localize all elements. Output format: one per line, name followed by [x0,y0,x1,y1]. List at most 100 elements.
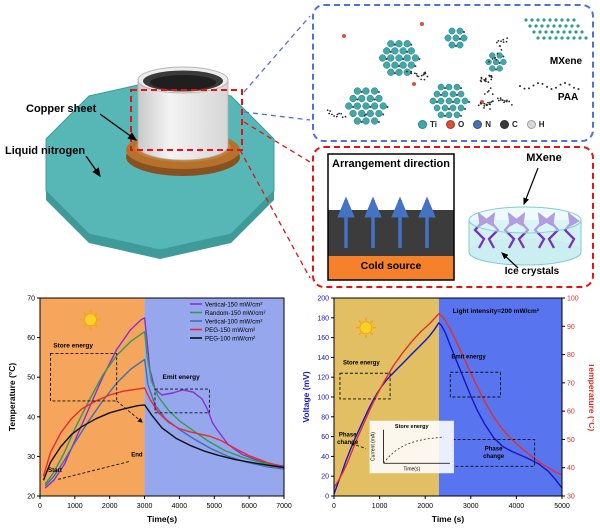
chart-text: 3000 [463,503,479,510]
sun-icon [355,317,376,338]
copper-sheet-arrow [99,113,138,141]
mxene-cylinder-label: MXene [526,152,562,164]
legend-label: Random-150 mW/cm² [205,310,266,317]
annotation-text: Store energy [53,343,93,350]
atom-legend-item: O [445,120,464,129]
chart-text: 30 [27,454,35,461]
connector-red-bottom [239,149,311,279]
x-axis-label: Time (s) [432,514,465,524]
mxene-label: MXene [549,56,583,67]
inset-y-label: Current (mA) [371,432,377,461]
chart-text: 80 [567,352,575,359]
cold-source-label: Cold source [360,260,422,272]
chart-text: 60 [27,335,35,342]
annotation-text: Emit energy [163,374,201,381]
roi-dashed-rect [130,89,243,151]
chart-text: 40 [27,414,35,421]
chart-text: 0 [332,503,336,510]
legend-label: Vertical-150 mW/cm² [205,301,262,308]
inset-title: Store energy [395,424,430,430]
chart-text: 4000 [172,503,188,510]
plot-frame [39,297,285,497]
chart-text: 80 [321,414,329,421]
chart-text: 4000 [509,503,525,510]
chart-text: 70 [27,296,35,303]
atom-legend-item: C [499,120,518,129]
chart-text: 30 [567,494,575,501]
annotation-dashed-line [58,460,131,480]
atom-dot [499,120,509,129]
y-axis-label-right: Temperature (°C) [587,363,594,432]
inset-x-label: Time(s) [403,467,420,473]
liquid-nitrogen-label: Liquid nitrogen [5,145,86,157]
chart-text: 160 [317,335,329,342]
chart-text: 0 [38,503,42,510]
chart-text: 40 [321,454,329,461]
chart-text: 5000 [206,503,222,510]
chart-text: 3000 [137,503,153,510]
annotation-text: End [131,452,143,458]
annotation-text: Light intensity=200 mW/cm² [453,308,540,315]
annotation-text: Store energy [343,360,380,366]
chart-series-line [44,358,285,487]
chart-series-line [333,322,563,495]
chart-text: 5000 [554,503,570,510]
atom-legend-item: N [473,120,491,129]
chart-text: 2000 [417,503,433,510]
legend-label: PEG-150 mW/cm² [205,327,255,334]
annotation-text: change [337,440,359,446]
chart-text: 20 [321,474,329,481]
atom-dot [473,120,483,129]
atom-dot [445,120,455,129]
connector-red-top [243,121,311,163]
annotation-dashed-line [351,443,367,449]
annotation-box [154,388,210,414]
annotation-text: Phase [485,446,503,452]
x-axis-label: Time(s) [147,514,177,524]
annotation-text: Emit energy [451,354,486,360]
annotation-box [452,439,536,467]
chart-text: 180 [317,315,329,322]
chart-text: 100 [567,296,579,303]
molecular-cluster-art [326,18,588,125]
connector-blue-bottom [243,111,311,121]
chart-text: 7000 [276,503,292,510]
chart-series-line [42,404,285,481]
chart-text: 0 [325,494,329,501]
chart-text: 6000 [241,503,257,510]
annotation-box [339,372,391,400]
legend-label: Vertical-100 mW/cm² [205,318,262,325]
atom-legend-item: Ti [418,120,437,129]
chart-text: 50 [27,375,35,382]
annotation-box [50,352,118,402]
freeze-casting-art [327,153,582,281]
chart-text: 60 [321,434,329,441]
chart-text: 70 [567,380,575,387]
annotation-box [449,371,501,398]
chart-text: 50 [567,437,575,444]
chart-series-line [333,312,563,488]
sample-cylinder-body [137,79,229,161]
chart-text: 120 [317,375,329,382]
annotation-text: change [483,454,505,460]
legend-label: PEG-100 mW/cm² [205,335,255,342]
chart-text: 1000 [67,503,83,510]
liquid-nitrogen-arrow [85,155,101,178]
chart-series-line [44,331,285,485]
arrangement-direction-label: Arrangement direction [332,158,450,170]
freeze-casting-box: Arrangement direction Cold source MXene … [312,146,594,288]
sun-icon [80,309,101,330]
atom-legend-item: H [526,120,545,129]
chart-series-line [42,387,285,477]
atom-dot [526,120,536,129]
experiment-scene [45,15,311,279]
sample-surface-inner [150,75,216,90]
chart-text: 2000 [102,503,118,510]
chart-text: 140 [317,355,329,362]
